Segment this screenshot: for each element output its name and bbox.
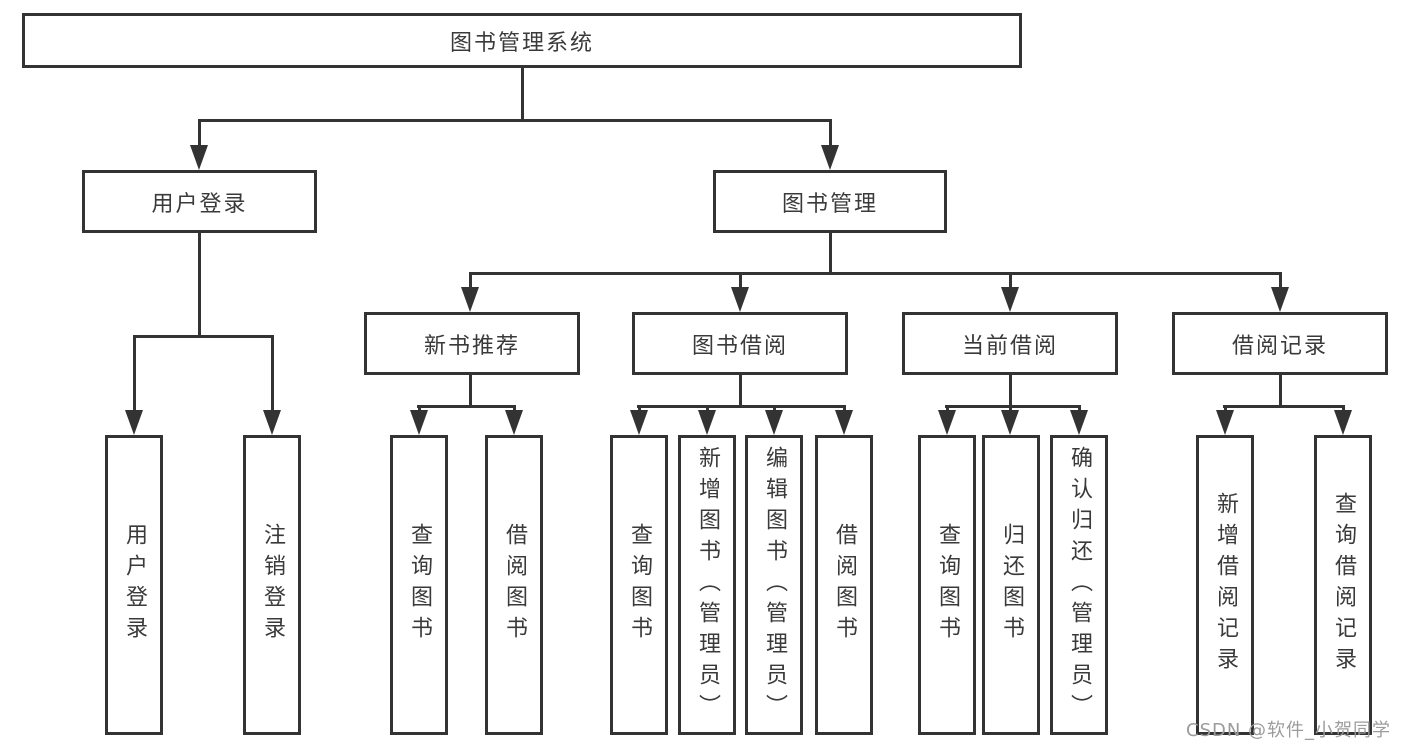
arrow-down-icon bbox=[938, 410, 956, 435]
arrow-down-icon bbox=[505, 410, 523, 435]
node-leaf-query-books-2-label: 查询图书 bbox=[627, 523, 652, 647]
arrow-down-icon bbox=[1070, 410, 1088, 435]
arrow-down-icon bbox=[765, 410, 783, 435]
connector-book-mgmt-stem bbox=[829, 233, 832, 275]
node-new-book-recommend: 新书推荐 bbox=[364, 312, 580, 375]
node-book-management-label: 图书管理 bbox=[781, 191, 878, 217]
connector-user-login-split bbox=[133, 335, 274, 338]
connector-book-mgmt-split bbox=[469, 272, 1282, 275]
connector-drop-book-mgmt bbox=[829, 119, 832, 149]
node-leaf-add-books-admin: 新增图书（管理员） bbox=[678, 435, 736, 735]
node-current-borrowing: 当前借阅 bbox=[902, 312, 1118, 375]
connector-drop bbox=[946, 405, 949, 414]
connector-root-split bbox=[198, 119, 832, 122]
node-leaf-add-borrow-record-label: 新增借阅记录 bbox=[1213, 492, 1238, 678]
connector-drop-book-borrow bbox=[739, 272, 742, 290]
arrow-down-icon bbox=[1001, 287, 1019, 312]
arrow-down-icon bbox=[835, 410, 853, 435]
connector-drop-leaf-logout bbox=[271, 335, 274, 413]
connector-drop bbox=[513, 405, 516, 414]
node-leaf-return-books-label: 归还图书 bbox=[999, 523, 1024, 647]
node-leaf-query-books-2: 查询图书 bbox=[610, 435, 668, 735]
node-leaf-query-books-3-label: 查询图书 bbox=[935, 523, 960, 647]
connector-new-book-stem bbox=[469, 375, 472, 408]
node-leaf-borrow-books-1-label: 借阅图书 bbox=[502, 523, 527, 647]
node-leaf-edit-books-admin-label: 编辑图书（管理员） bbox=[762, 445, 787, 725]
connector-drop bbox=[773, 405, 776, 414]
connector-drop-user-login bbox=[198, 119, 201, 149]
connector-drop-borrow-record bbox=[1279, 272, 1282, 290]
node-borrowing-records-label: 借阅记录 bbox=[1231, 333, 1328, 359]
connector-drop bbox=[1342, 405, 1345, 414]
connector-borrow-record-stem bbox=[1279, 375, 1282, 408]
connector-borrow-record-split bbox=[1223, 405, 1345, 408]
node-leaf-user-login-label: 用户登录 bbox=[122, 523, 147, 647]
connector-drop bbox=[843, 405, 846, 414]
node-leaf-borrow-books-2-label: 借阅图书 bbox=[832, 523, 857, 647]
node-root-label: 图书管理系统 bbox=[449, 30, 594, 56]
node-leaf-edit-books-admin: 编辑图书（管理员） bbox=[745, 435, 803, 735]
node-user-login: 用户登录 bbox=[82, 170, 317, 233]
connector-new-book-split bbox=[417, 405, 516, 408]
node-leaf-logout: 注销登录 bbox=[243, 435, 301, 735]
node-leaf-add-borrow-record: 新增借阅记录 bbox=[1196, 435, 1254, 735]
arrow-down-icon bbox=[410, 410, 428, 435]
node-current-borrowing-label: 当前借阅 bbox=[961, 333, 1058, 359]
node-leaf-borrow-books-2: 借阅图书 bbox=[815, 435, 873, 735]
node-leaf-query-books-3: 查询图书 bbox=[918, 435, 976, 735]
node-leaf-query-borrow-record: 查询借阅记录 bbox=[1314, 435, 1372, 735]
arrow-down-icon bbox=[1216, 410, 1234, 435]
arrow-down-icon bbox=[190, 145, 208, 170]
connector-root-stem bbox=[521, 68, 524, 122]
node-leaf-add-books-admin-label: 新增图书（管理员） bbox=[695, 445, 720, 725]
connector-drop bbox=[1009, 405, 1012, 414]
node-leaf-query-books-1: 查询图书 bbox=[390, 435, 448, 735]
connector-drop bbox=[1224, 405, 1227, 414]
node-leaf-confirm-return-admin: 确认归还（管理员） bbox=[1050, 435, 1108, 735]
node-leaf-borrow-books-1: 借阅图书 bbox=[485, 435, 543, 735]
arrow-down-icon bbox=[1001, 410, 1019, 435]
connector-drop bbox=[706, 405, 709, 414]
connector-drop bbox=[418, 405, 421, 414]
connector-current-borrow-stem bbox=[1009, 375, 1012, 408]
arrow-down-icon bbox=[1334, 410, 1352, 435]
node-leaf-user-login: 用户登录 bbox=[105, 435, 163, 735]
node-leaf-return-books: 归还图书 bbox=[982, 435, 1040, 735]
connector-book-borrow-split bbox=[637, 405, 846, 408]
arrow-down-icon bbox=[731, 287, 749, 312]
connector-current-borrow-split bbox=[945, 405, 1081, 408]
watermark: CSDN @软件_小贺同学 bbox=[1186, 720, 1392, 741]
node-leaf-logout-label: 注销登录 bbox=[260, 523, 285, 647]
node-root: 图书管理系统 bbox=[22, 13, 1022, 68]
connector-drop-new-book bbox=[469, 272, 472, 290]
connector-drop-current-borrow bbox=[1009, 272, 1012, 290]
arrow-down-icon bbox=[1271, 287, 1289, 312]
node-leaf-confirm-return-admin-label: 确认归还（管理员） bbox=[1067, 445, 1092, 725]
node-leaf-query-books-1-label: 查询图书 bbox=[407, 523, 432, 647]
connector-user-login-stem bbox=[198, 233, 201, 337]
node-leaf-query-borrow-record-label: 查询借阅记录 bbox=[1331, 492, 1356, 678]
node-borrowing-records: 借阅记录 bbox=[1172, 312, 1388, 375]
node-new-book-recommend-label: 新书推荐 bbox=[423, 333, 520, 359]
connector-drop bbox=[638, 405, 641, 414]
arrow-down-icon bbox=[698, 410, 716, 435]
node-book-borrowing: 图书借阅 bbox=[632, 312, 848, 375]
arrow-down-icon bbox=[630, 410, 648, 435]
node-book-borrowing-label: 图书借阅 bbox=[691, 333, 788, 359]
connector-drop-leaf-user-login bbox=[133, 335, 136, 413]
connector-drop bbox=[1078, 405, 1081, 414]
connector-book-borrow-stem bbox=[739, 375, 742, 408]
node-user-login-label: 用户登录 bbox=[151, 191, 248, 217]
node-book-management: 图书管理 bbox=[713, 170, 947, 233]
arrow-down-icon bbox=[461, 287, 479, 312]
arrow-down-icon bbox=[821, 145, 839, 170]
arrow-down-icon bbox=[263, 410, 281, 435]
arrow-down-icon bbox=[125, 410, 143, 435]
